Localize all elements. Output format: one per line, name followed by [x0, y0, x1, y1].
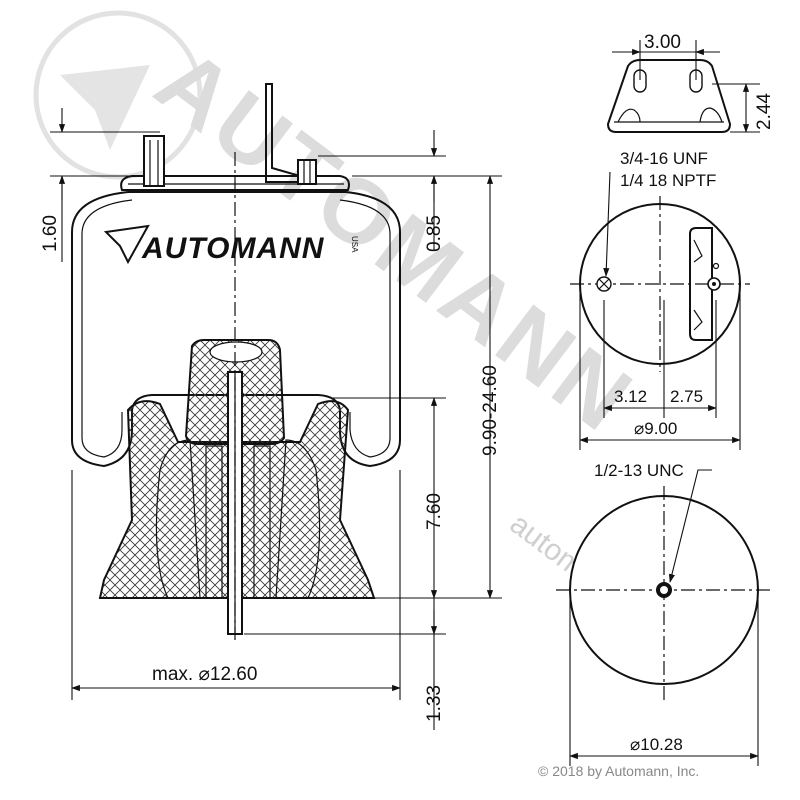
dim-max-diameter: max. ⌀12.60: [152, 664, 257, 685]
copyright: © 2018 by Automann, Inc.: [538, 763, 699, 779]
dim-stud-offset: 0.85: [424, 215, 445, 252]
logo-brand: AUTOMANN: [141, 232, 325, 265]
top-view: 3/4-16 UNF 1/4 18 NPTF 3.12 2.75 ⌀9.00: [570, 149, 750, 450]
top-view-bracket: [689, 227, 713, 341]
logo: AUTOMANN USA: [103, 224, 359, 265]
bottom-dim-diameter: ⌀10.28: [630, 735, 683, 754]
watermark-circle: [33, 10, 203, 180]
air-fitting: [297, 159, 317, 185]
bracket-outline: [606, 59, 732, 133]
bracket-dim-height: 2.44: [754, 93, 775, 130]
bracket-view: 3.00 2.44: [606, 32, 775, 133]
watermark-logo-icon: [60, 65, 150, 150]
top-dim-diameter: ⌀9.00: [634, 419, 677, 438]
bottom-view: 1/2-13 UNC ⌀10.28: [556, 461, 772, 766]
side-dimensions: 1.60 0.85 9.90-24.60 7.60 1.33 max. ⌀12.…: [40, 108, 502, 730]
top-callout-line1: 3/4-16 UNF: [620, 149, 708, 168]
bellows-outline: [71, 191, 401, 468]
top-stud: [143, 135, 165, 187]
bead-plate: [120, 175, 350, 191]
logo-icon: [103, 224, 150, 265]
dim-piston-height: 7.60: [424, 493, 445, 530]
dim-top-offset: 1.60: [40, 215, 61, 252]
dim-height-range: 9.90-24.60: [480, 365, 501, 456]
bracket-dim-width: 3.00: [644, 32, 681, 53]
logo-suffix: USA: [350, 236, 359, 253]
bottom-callout: 1/2-13 UNC: [594, 461, 684, 480]
top-dim-right: 2.75: [670, 387, 703, 406]
top-callout-line2: 1/4 18 NPTF: [620, 171, 716, 190]
dim-bottom-stud: 1.33: [424, 685, 445, 722]
top-dim-left: 3.12: [614, 387, 647, 406]
side-view: [71, 83, 401, 640]
